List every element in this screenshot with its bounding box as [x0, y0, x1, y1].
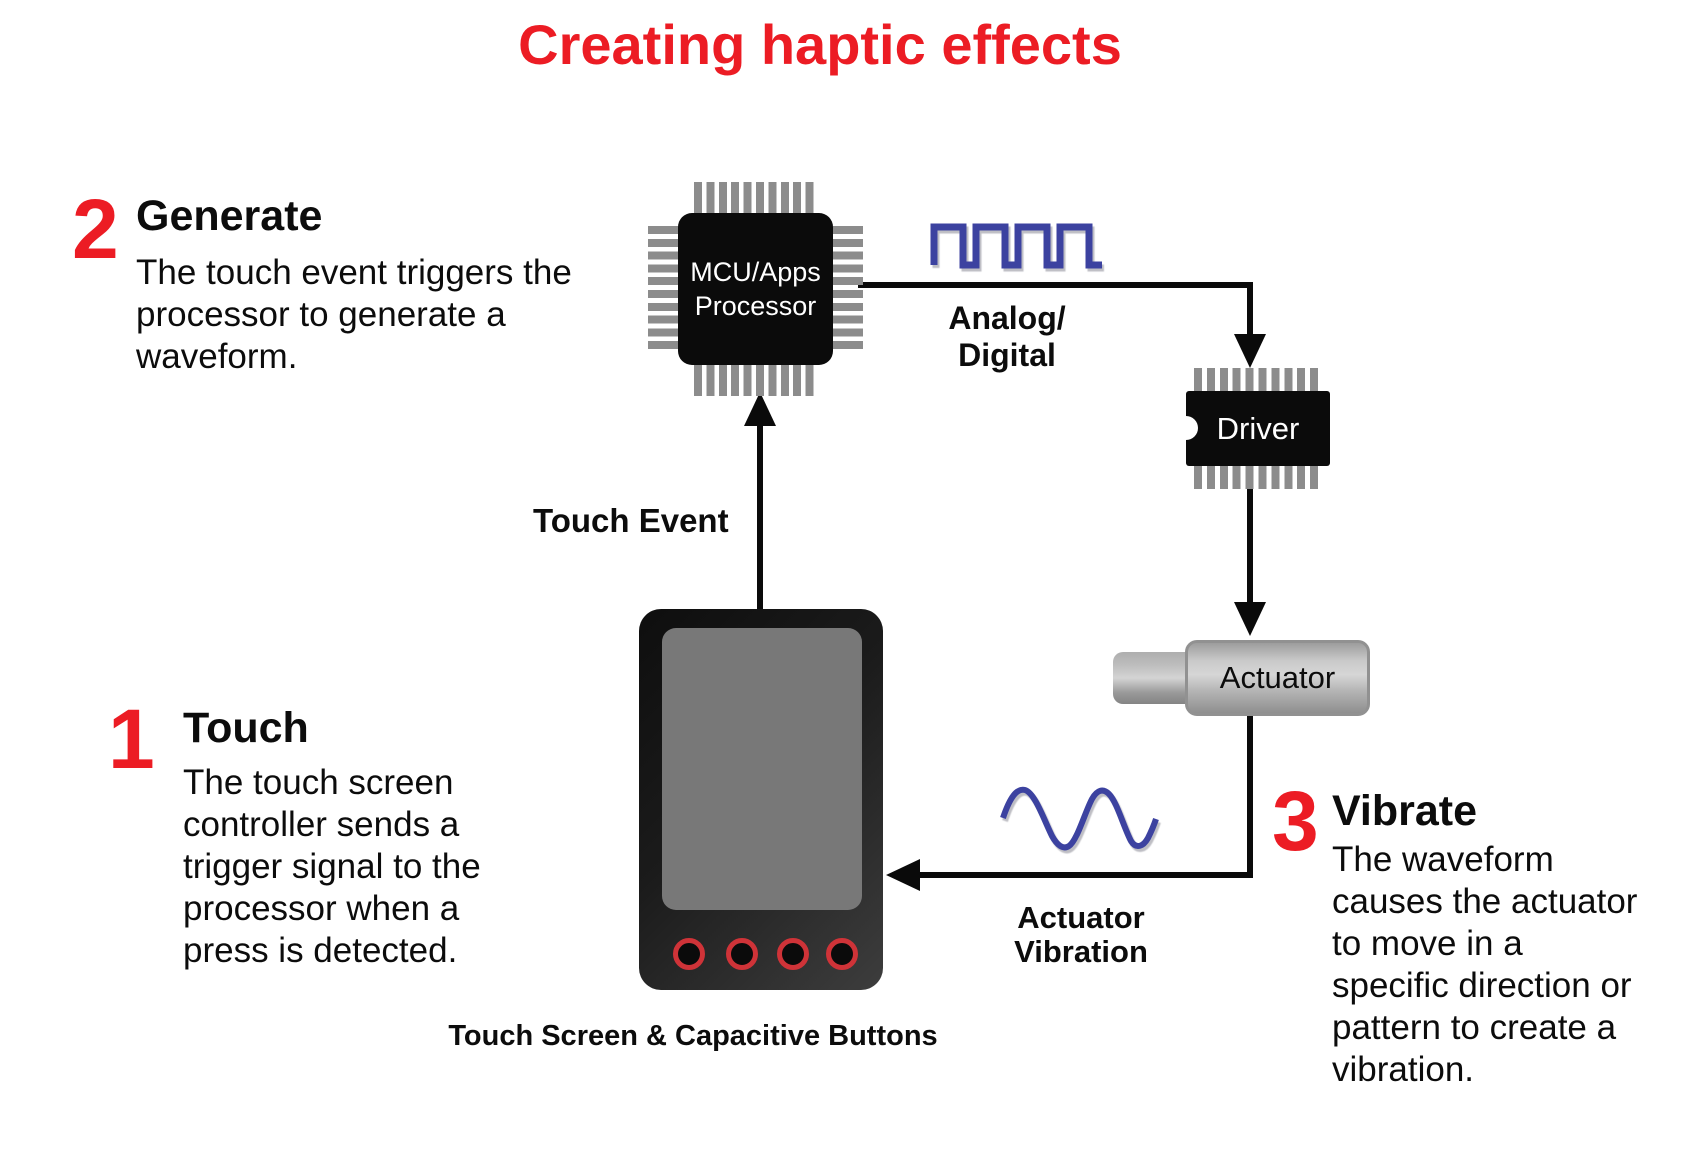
mcu-chip-body: MCU/Apps Processor: [678, 213, 833, 365]
capacitive-button-2: [726, 938, 758, 970]
actuator-body: Actuator: [1185, 640, 1370, 716]
step-3-heading: Vibrate: [1332, 787, 1477, 835]
mcu-to-driver-line: [858, 282, 1253, 342]
mcu-pins-bottom: [694, 365, 815, 396]
driver-chip-label: Driver: [1216, 410, 1300, 446]
step-1-body: The touch screen controller sends a trig…: [183, 763, 481, 970]
arrowhead-up-icon: [744, 392, 776, 426]
driver-chip-notch: [1174, 416, 1198, 440]
phone-screen: [662, 628, 862, 910]
step-1-heading: Touch: [183, 704, 309, 752]
step-2-heading: Generate: [136, 192, 323, 240]
capacitive-button-3: [777, 938, 809, 970]
step-3-number: 3: [1272, 774, 1319, 868]
actuator-to-phone-line: [916, 716, 1253, 878]
step-2-body: The touch event triggers the processor t…: [136, 253, 572, 376]
step-3-body: The waveform causes the actuator to move…: [1332, 840, 1638, 1089]
mcu-pins-right: [833, 226, 863, 351]
arrowhead-down-into-actuator-icon: [1234, 602, 1266, 636]
mcu-chip-label: MCU/Apps Processor: [690, 257, 821, 321]
analog-digital-label: Analog/ Digital: [948, 300, 1066, 373]
mcu-pins-left: [648, 226, 678, 351]
capacitive-button-1: [673, 938, 705, 970]
driver-pins-top: [1194, 368, 1319, 391]
actuator-vibration-label: Actuator Vibration: [1014, 900, 1148, 969]
actuator-label: Actuator: [1219, 660, 1336, 695]
actuator-shaft: [1113, 652, 1193, 704]
capacitive-button-4: [826, 938, 858, 970]
square-wave-icon: [930, 223, 1102, 269]
driver-pins-bottom: [1194, 466, 1319, 489]
sine-wave-icon: [1000, 786, 1159, 851]
driver-chip-body: Driver: [1186, 391, 1330, 466]
step-2-number: 2: [72, 182, 119, 276]
touch-event-label: Touch Event: [533, 502, 729, 539]
arrowhead-down-into-driver-icon: [1234, 334, 1266, 368]
step-1-number: 1: [108, 692, 155, 786]
page-title: Creating haptic effects: [518, 13, 1122, 76]
phone-caption: Touch Screen & Capacitive Buttons: [448, 1020, 938, 1052]
mcu-pins-top: [694, 182, 815, 213]
arrowhead-left-into-phone-icon: [886, 859, 920, 891]
